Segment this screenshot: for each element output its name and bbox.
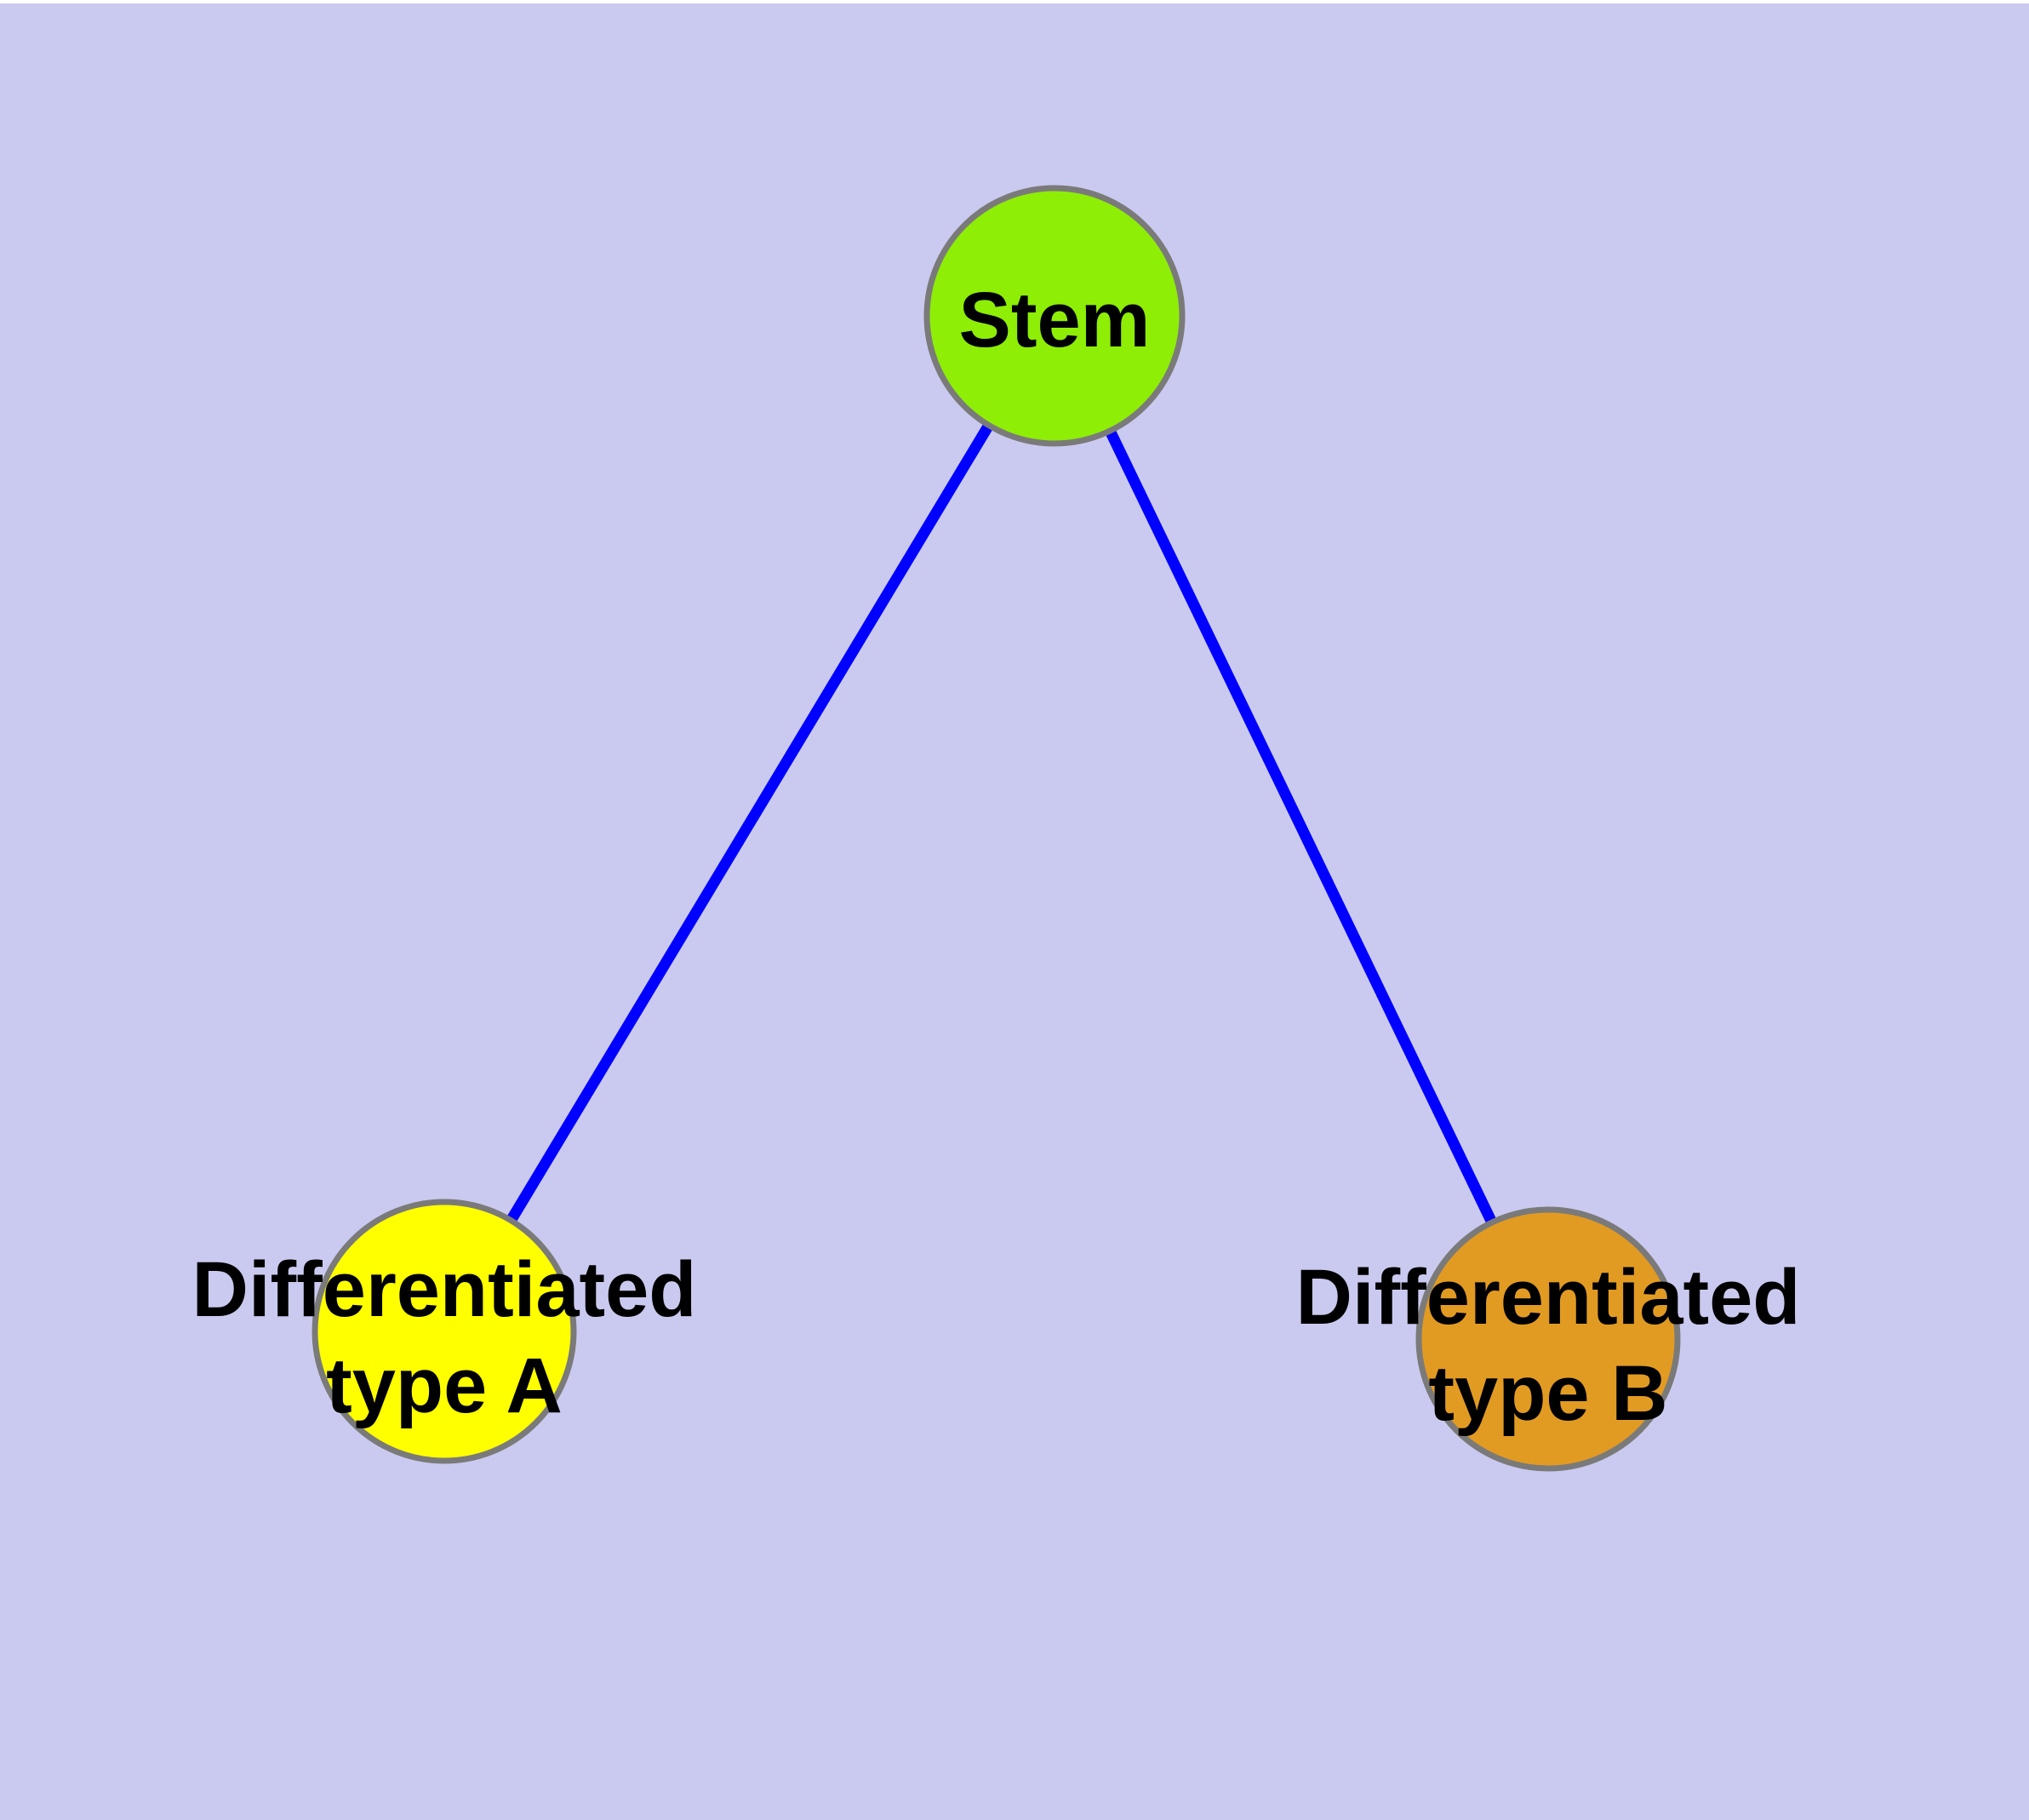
- edge-stem-to-type-a: [439, 312, 1060, 1335]
- edge-stem-to-type-b: [1049, 313, 1553, 1342]
- top-white-strip: [0, 0, 2029, 3]
- node-stem-circle: [923, 185, 1186, 447]
- node-type-b-circle: [1415, 1206, 1681, 1472]
- node-type-a-circle: [311, 1199, 577, 1464]
